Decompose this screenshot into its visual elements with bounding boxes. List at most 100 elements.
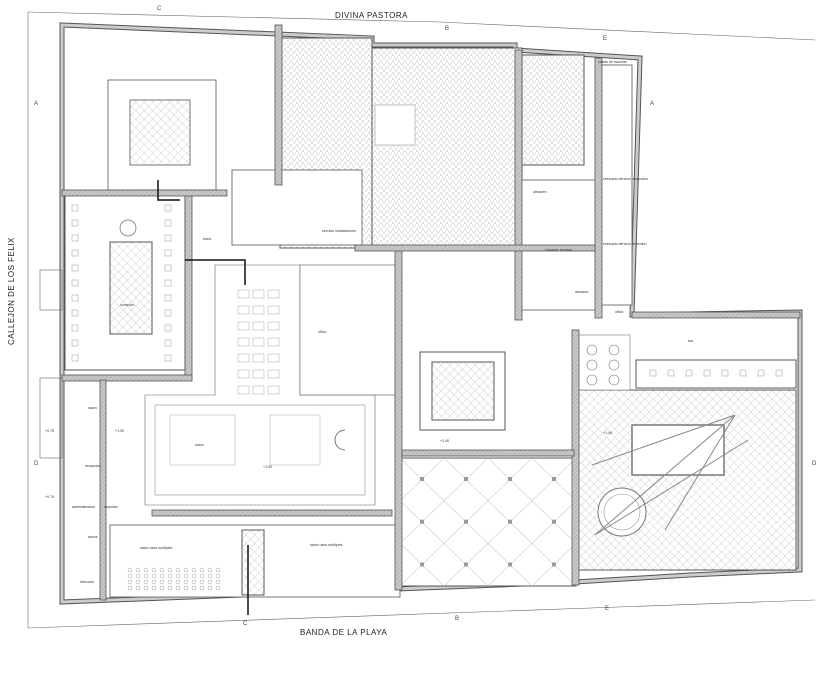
table bbox=[164, 204, 172, 212]
chair bbox=[183, 579, 189, 585]
table bbox=[237, 337, 250, 347]
chair bbox=[183, 567, 189, 573]
column bbox=[552, 519, 556, 524]
chair bbox=[143, 585, 149, 591]
column bbox=[420, 477, 424, 481]
label-bar: bar bbox=[688, 339, 694, 343]
table bbox=[164, 219, 172, 227]
chair bbox=[143, 573, 149, 579]
column bbox=[420, 519, 424, 524]
bar-table bbox=[685, 369, 693, 377]
bar-table bbox=[739, 369, 747, 377]
section-marker-d-east: D bbox=[812, 461, 817, 467]
table bbox=[252, 305, 265, 315]
table bbox=[71, 354, 79, 362]
chair bbox=[159, 585, 165, 591]
column bbox=[464, 477, 468, 481]
chair bbox=[159, 573, 165, 579]
chair bbox=[191, 573, 197, 579]
column bbox=[508, 477, 512, 481]
chair bbox=[167, 579, 173, 585]
chair bbox=[207, 573, 213, 579]
central-patio bbox=[431, 361, 495, 421]
skylight bbox=[374, 104, 416, 146]
table bbox=[267, 321, 280, 331]
label-cuarto-basuras: cuarto de basuras bbox=[598, 60, 627, 64]
se-courtyard bbox=[577, 389, 797, 571]
bar-table bbox=[775, 369, 783, 377]
table bbox=[237, 305, 250, 315]
table bbox=[164, 234, 172, 242]
wall-segment bbox=[151, 509, 393, 517]
chair bbox=[167, 573, 173, 579]
bar-table bbox=[721, 369, 729, 377]
table bbox=[71, 324, 79, 332]
section-marker-d: D bbox=[34, 461, 39, 467]
label-level-courtyard: +1.40 bbox=[603, 431, 612, 435]
label-level-ramp: +0.75 bbox=[45, 429, 54, 433]
label-level-ramp-2: +0.75 bbox=[45, 495, 54, 499]
street-north-label: DIVINA PASTORA bbox=[335, 11, 408, 20]
bar-tables bbox=[649, 369, 783, 377]
chair bbox=[183, 585, 189, 591]
label-recepcion: recepcion bbox=[85, 464, 101, 468]
service-rooms bbox=[231, 169, 363, 246]
bathroom-block bbox=[299, 264, 401, 396]
label-servicio-instalaciones: servicio instalaciones bbox=[322, 229, 356, 233]
table bbox=[237, 385, 250, 395]
table bbox=[164, 339, 172, 347]
chair bbox=[127, 585, 133, 591]
interior-walls bbox=[61, 24, 801, 601]
column bbox=[464, 519, 468, 524]
label-oficio: oficio bbox=[318, 330, 326, 334]
section-marker-e-south: E bbox=[605, 606, 609, 612]
bar-table bbox=[649, 369, 657, 377]
section-marker-b: B bbox=[445, 26, 449, 32]
fountain-inner bbox=[603, 493, 641, 531]
chair bbox=[207, 585, 213, 591]
herringbone-patio-east bbox=[521, 54, 585, 166]
chair bbox=[167, 567, 173, 573]
label-deposito: deposito bbox=[104, 505, 118, 509]
label-almacen-2: almacen bbox=[575, 290, 589, 294]
chair bbox=[207, 567, 213, 573]
label-level-patio: +1.40 bbox=[440, 439, 449, 443]
street-edge-south bbox=[27, 599, 816, 629]
table bbox=[71, 219, 79, 227]
section-marker-e: E bbox=[603, 36, 607, 42]
round-tables bbox=[586, 344, 620, 386]
chair bbox=[143, 579, 149, 585]
table bbox=[71, 339, 79, 347]
round-table bbox=[608, 359, 620, 371]
label-salon-hall: salon bbox=[195, 443, 204, 447]
bar-counter bbox=[334, 429, 346, 451]
bar-table bbox=[757, 369, 765, 377]
chair bbox=[199, 579, 205, 585]
salon-hall bbox=[154, 404, 366, 496]
table bbox=[267, 353, 280, 363]
chair bbox=[127, 567, 133, 573]
west-entrance-terrace bbox=[39, 269, 63, 311]
column bbox=[508, 519, 512, 524]
table bbox=[164, 324, 172, 332]
chair bbox=[199, 585, 205, 591]
table bbox=[252, 337, 265, 347]
chair bbox=[191, 585, 197, 591]
round-table bbox=[586, 359, 598, 371]
table bbox=[237, 321, 250, 331]
chair bbox=[215, 579, 221, 585]
round-tables-area bbox=[577, 334, 631, 391]
chair bbox=[175, 579, 181, 585]
round-table bbox=[586, 374, 598, 386]
bar-table bbox=[703, 369, 711, 377]
label-vestuario-m: vestuario servicio masculino bbox=[603, 177, 648, 181]
chair bbox=[135, 573, 141, 579]
table bbox=[267, 305, 280, 315]
chair bbox=[143, 567, 149, 573]
chair bbox=[151, 567, 157, 573]
chair bbox=[167, 585, 173, 591]
column bbox=[464, 562, 468, 567]
label-aseos: aseos bbox=[88, 535, 98, 539]
label-direccion: direccion bbox=[80, 580, 94, 584]
